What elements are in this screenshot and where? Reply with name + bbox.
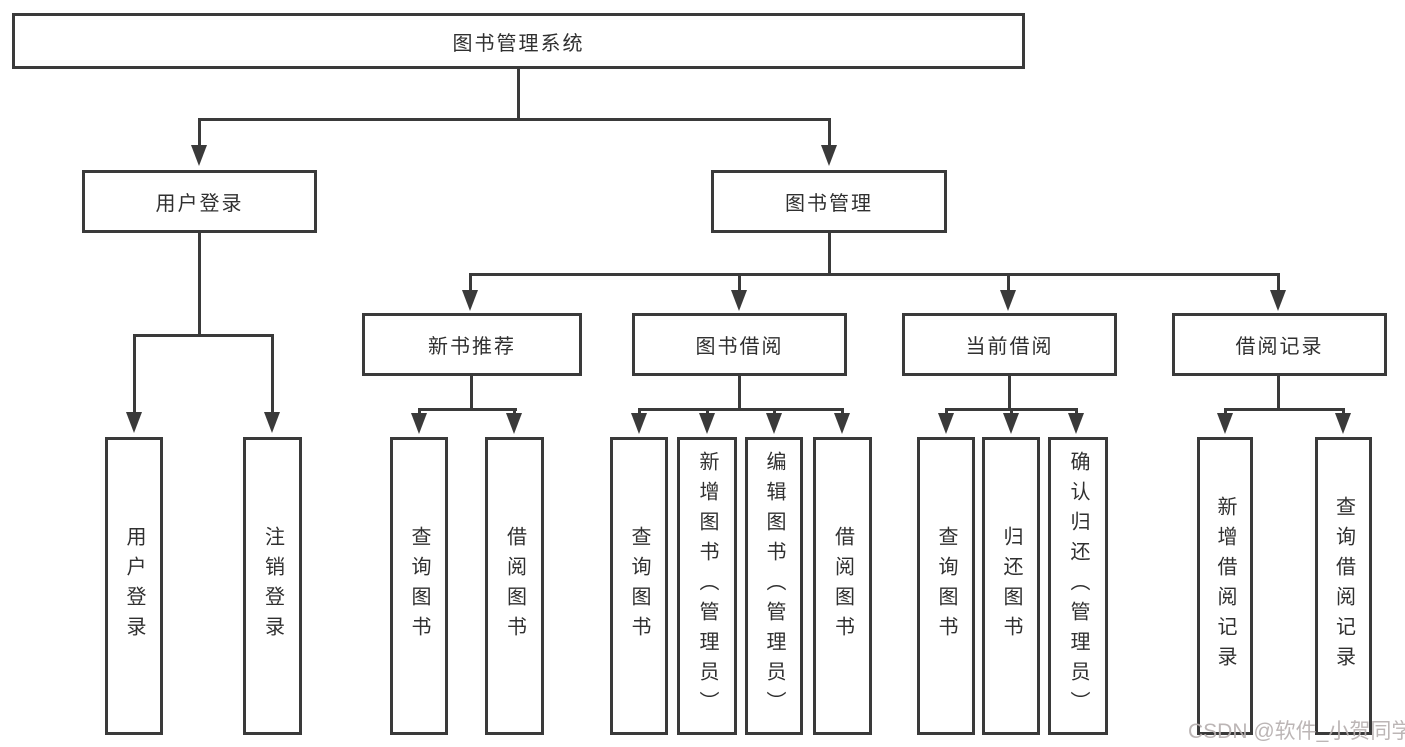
node-login-group-label: 用户登录 bbox=[155, 193, 244, 215]
connector-br-tail-1 bbox=[1224, 408, 1227, 416]
arrow-to-new-book-rec bbox=[462, 290, 478, 311]
arrow-to-bb-edit bbox=[766, 413, 782, 434]
arrow-to-bb-add bbox=[699, 413, 715, 434]
connector-cb-tail-3 bbox=[1075, 408, 1078, 416]
arrow-to-bb-borrow bbox=[834, 413, 850, 434]
arrow-to-logout bbox=[264, 412, 280, 433]
node-bb-borrow-books-label: 借阅图书 bbox=[831, 526, 854, 646]
arrow-to-nbr-query bbox=[411, 413, 427, 434]
connector-nbr-tail-1 bbox=[418, 408, 421, 416]
node-bb-edit-books-label: 编辑图书（管理员） bbox=[763, 451, 785, 721]
node-borrow-records: 借阅记录 bbox=[1172, 313, 1387, 376]
connector-login-stem bbox=[198, 233, 201, 337]
node-br-add-record-label: 新增借阅记录 bbox=[1214, 496, 1236, 676]
arrow-to-cb-query bbox=[938, 413, 954, 434]
node-br-add-record: 新增借阅记录 bbox=[1197, 437, 1253, 735]
node-cb-confirm-return-label: 确认归还（管理员） bbox=[1067, 451, 1089, 721]
connector-nbr-tail-2 bbox=[513, 408, 516, 416]
connector-br-tail-2 bbox=[1342, 408, 1345, 416]
node-nbr-borrow-books-label: 借阅图书 bbox=[503, 526, 526, 646]
connector-mgmt-bar bbox=[469, 273, 1280, 276]
connector-root-tail-left bbox=[198, 118, 201, 146]
node-borrow-records-label: 借阅记录 bbox=[1235, 336, 1324, 358]
connector-bb-stem bbox=[738, 376, 741, 411]
arrow-to-bb-query bbox=[631, 413, 647, 434]
arrow-to-borrow-records bbox=[1270, 290, 1286, 311]
connector-login-tail-1 bbox=[133, 334, 136, 413]
connector-root-tail-right bbox=[828, 118, 831, 146]
node-new-book-rec: 新书推荐 bbox=[362, 313, 582, 376]
arrow-to-nbr-borrow bbox=[506, 413, 522, 434]
node-bb-add-books-label: 新增图书（管理员） bbox=[696, 451, 718, 721]
node-nbr-query-books: 查询图书 bbox=[390, 437, 448, 735]
connector-mgmt-tail-1 bbox=[469, 273, 472, 292]
node-cb-return-books-label: 归还图书 bbox=[1000, 526, 1022, 646]
connector-cb-tail-2 bbox=[1010, 408, 1013, 416]
connector-br-stem bbox=[1277, 376, 1280, 411]
node-br-query-record: 查询借阅记录 bbox=[1315, 437, 1372, 735]
node-bb-query-books-label: 查询图书 bbox=[628, 526, 650, 646]
node-cb-confirm-return: 确认归还（管理员） bbox=[1048, 437, 1108, 735]
node-cb-query-books: 查询图书 bbox=[917, 437, 975, 735]
node-bb-add-books: 新增图书（管理员） bbox=[677, 437, 737, 735]
node-new-book-rec-label: 新书推荐 bbox=[428, 336, 516, 358]
arrow-to-book-mgmt bbox=[821, 145, 837, 166]
connector-cb-stem bbox=[1008, 376, 1011, 411]
node-current-borrow: 当前借阅 bbox=[902, 313, 1117, 376]
node-nbr-borrow-books: 借阅图书 bbox=[485, 437, 544, 735]
arrow-to-user-login bbox=[126, 412, 142, 433]
node-br-query-record-label: 查询借阅记录 bbox=[1332, 496, 1355, 676]
arrow-to-login-group bbox=[191, 145, 207, 166]
node-cb-query-books-label: 查询图书 bbox=[935, 526, 957, 646]
connector-login-tail-2 bbox=[271, 334, 274, 413]
connector-bb-tail-1 bbox=[638, 408, 641, 416]
node-current-borrow-label: 当前借阅 bbox=[965, 336, 1054, 358]
node-book-borrow: 图书借阅 bbox=[632, 313, 847, 376]
arrow-to-cb-return bbox=[1003, 413, 1019, 434]
node-book-borrow-label: 图书借阅 bbox=[695, 336, 784, 358]
node-bb-edit-books: 编辑图书（管理员） bbox=[745, 437, 803, 735]
connector-root-stem bbox=[517, 69, 520, 121]
node-login-group: 用户登录 bbox=[82, 170, 317, 233]
node-book-mgmt-label: 图书管理 bbox=[785, 193, 873, 215]
connector-login-bar bbox=[133, 334, 274, 337]
connector-nbr-bar bbox=[418, 408, 517, 411]
arrow-to-cb-confirm bbox=[1068, 413, 1084, 434]
connector-mgmt-tail-3 bbox=[1007, 273, 1010, 292]
connector-mgmt-tail-4 bbox=[1277, 273, 1280, 292]
connector-mgmt-tail-2 bbox=[738, 273, 741, 292]
connector-bb-bar bbox=[638, 408, 844, 411]
connector-cb-tail-1 bbox=[945, 408, 948, 416]
connector-bb-tail-4 bbox=[841, 408, 844, 416]
node-bb-query-books: 查询图书 bbox=[610, 437, 668, 735]
connector-nbr-stem bbox=[470, 376, 473, 411]
node-book-mgmt: 图书管理 bbox=[711, 170, 947, 233]
arrow-to-current-borrow bbox=[1000, 290, 1016, 311]
connector-bb-tail-2 bbox=[706, 408, 709, 416]
node-bb-borrow-books: 借阅图书 bbox=[813, 437, 872, 735]
node-root: 图书管理系统 bbox=[12, 13, 1025, 69]
node-user-login: 用户登录 bbox=[105, 437, 163, 735]
node-user-login-label: 用户登录 bbox=[123, 526, 145, 646]
node-logout: 注销登录 bbox=[243, 437, 302, 735]
connector-mgmt-stem bbox=[828, 233, 831, 276]
connector-root-bar bbox=[198, 118, 831, 121]
arrow-to-br-add bbox=[1217, 413, 1233, 434]
connector-br-bar bbox=[1224, 408, 1345, 411]
node-cb-return-books: 归还图书 bbox=[982, 437, 1040, 735]
connector-bb-tail-3 bbox=[773, 408, 776, 416]
node-nbr-query-books-label: 查询图书 bbox=[408, 526, 430, 646]
arrow-to-book-borrow bbox=[731, 290, 747, 311]
csdn-watermark: CSDN @软件_小贺同学 bbox=[1188, 720, 1405, 743]
node-logout-label: 注销登录 bbox=[261, 526, 284, 646]
arrow-to-br-query bbox=[1335, 413, 1351, 434]
node-root-label: 图书管理系统 bbox=[452, 32, 585, 55]
